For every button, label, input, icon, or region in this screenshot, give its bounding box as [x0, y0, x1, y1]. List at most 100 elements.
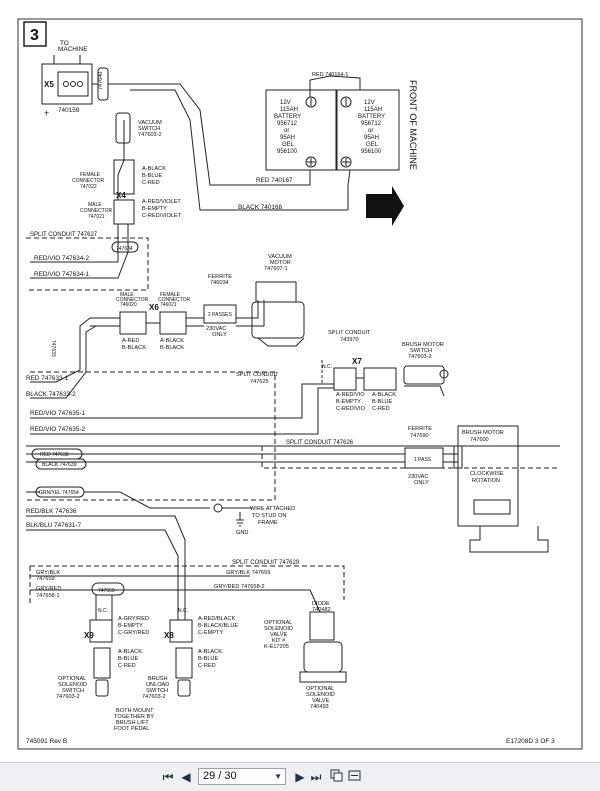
- bms-l0: BRUSH MOTOR: [402, 342, 444, 348]
- sheet-number-box: [23, 21, 47, 47]
- wa-l1: TO STUD ON: [252, 513, 286, 519]
- label-747633-2: BLACK 747633-2: [26, 391, 76, 398]
- next-page-button[interactable]: ▶: [295, 770, 305, 784]
- label-red-740167: RED 740167: [256, 177, 293, 184]
- label-747634: 747634: [116, 246, 133, 252]
- mc746020-l0: MALE: [120, 292, 134, 298]
- abcx9-b: B-EMPTY: [118, 623, 143, 629]
- abx6f-b: B-BLACK: [160, 345, 184, 351]
- wa-l0: WIRE ATTACHED: [250, 506, 295, 512]
- label-x9: X9: [84, 631, 94, 640]
- cw-l1: ROTATION: [472, 478, 500, 484]
- front-arrow-icon: [366, 186, 404, 226]
- mc746020-l2: 746020: [120, 302, 137, 308]
- conduit-747660: [91, 582, 125, 596]
- label-gryblk-top: GRY/BLK 747659: [226, 570, 270, 576]
- ovk-l0: OPTIONAL: [264, 620, 292, 626]
- label-x6: X6: [149, 303, 159, 312]
- gryred1-l1: 747658-1: [36, 593, 60, 599]
- vacuum-motor: [251, 301, 305, 339]
- fit-page-icon[interactable]: [330, 769, 343, 782]
- abcx8-a: A-RED/BLACK: [198, 616, 236, 622]
- label-black-747639: BLACK 747639: [42, 462, 77, 468]
- abcx7r-c: C-RED: [372, 406, 390, 412]
- mconn-l0: MALE: [88, 202, 102, 208]
- abcx8l-b: B-BLUE: [198, 656, 218, 662]
- bms-l2: 747603-2: [408, 354, 432, 360]
- b2-line0: 12V: [364, 100, 375, 106]
- fer1-l1: 746034: [210, 280, 229, 286]
- abc-top-c: C-RED: [142, 180, 160, 186]
- b2-line1: 115AH: [364, 107, 382, 113]
- label-2-passes: 2 PASSES: [208, 312, 232, 318]
- ferrite-746034: [203, 304, 237, 324]
- abc-x4-c: C-RED/VIOLET: [142, 213, 182, 219]
- ovk-l3: KIT #: [272, 638, 286, 644]
- label-black-740168: BLACK 740168: [238, 204, 283, 211]
- abcx8-b: B-BLACK/BLUE: [198, 623, 238, 629]
- pdf-viewer-toolbar: ⏮ ◀ 29 / 30 ▼ ▶ ⏭: [0, 762, 600, 791]
- abcx7l-a: A-RED/VIO: [336, 392, 365, 398]
- vm-l1: MOTOR: [270, 260, 291, 266]
- label-740159: 740159: [58, 107, 80, 114]
- x6-female-connector: [159, 311, 187, 335]
- label-x8: X8: [164, 631, 174, 640]
- label-747660: 747660: [98, 588, 115, 594]
- sheet-number: 3: [30, 27, 39, 44]
- cw-l0: CLOCKWISE: [470, 471, 504, 477]
- label-747633: 747633: [50, 340, 56, 357]
- abx6f-a: A-BLACK: [160, 338, 184, 344]
- abcx7l-c: C-RED/VIO: [336, 406, 366, 412]
- x7-connector-left: [333, 367, 357, 391]
- mc746020-l1: CONNECTOR: [116, 297, 149, 303]
- split747625-l0: SPLIT CONDUIT: [236, 372, 279, 378]
- split743970-l0: SPLIT CONDUIT: [328, 330, 371, 336]
- b2-line5: 95AH: [364, 135, 379, 141]
- abc-top-a: A-BLACK: [142, 166, 166, 172]
- abc-top-b: B-BLUE: [142, 173, 162, 179]
- fer2-l0: FERRITE: [408, 426, 432, 432]
- abx6m-b: B-BLACK: [122, 345, 146, 351]
- bm-l0: BRUSH MOTOR: [462, 430, 504, 436]
- label-red-740164: RED 740164-1: [312, 72, 348, 78]
- oss-l3: 747603-2: [56, 694, 80, 700]
- previous-page-button[interactable]: ◀: [181, 770, 191, 784]
- label-to: TO: [60, 40, 69, 47]
- gryblk-l0: GRY/BLK: [36, 570, 60, 576]
- fconn-l0: FEMALE: [80, 172, 101, 178]
- bm2-l0: BOTH MOUNT: [116, 708, 154, 714]
- label-747634-1: RED/VIO 747634-1: [34, 271, 90, 278]
- fit-width-icon[interactable]: [348, 769, 361, 782]
- front-of-machine-label: FRONT OF MACHINE: [408, 80, 418, 170]
- vacuum-motor-top: [255, 281, 297, 303]
- vac230-l0: 230VAC: [206, 326, 226, 332]
- battery-1: [265, 89, 337, 171]
- diode-l1: 740482: [312, 607, 331, 613]
- vac-switch-l0: VACUUM: [138, 120, 162, 126]
- doc-number: 745091 Rev B: [26, 738, 67, 745]
- abcx9l-b: B-BLUE: [118, 656, 138, 662]
- abc-x4-a: A-RED/VIOLET: [142, 199, 181, 205]
- bu-l2: SWITCH: [146, 688, 168, 694]
- x8-connector: [169, 619, 193, 643]
- brush-motor: [457, 425, 519, 527]
- abcx7r-a: A-BLACK: [372, 392, 396, 398]
- b1-line5: 95AH: [280, 135, 295, 141]
- last-page-button[interactable]: ⏭: [310, 770, 322, 784]
- ovk-l1: SOLENOID: [264, 626, 293, 632]
- label-x7: X7: [352, 357, 362, 366]
- label-x4: X4: [116, 191, 126, 200]
- bu-l1: UNLOAD: [146, 682, 169, 688]
- label-gnd: GND: [236, 530, 248, 536]
- split747625-l1: 747625: [250, 379, 269, 385]
- osv-l3: 740493: [310, 704, 329, 710]
- osv-l1: SOLENOID: [306, 692, 335, 698]
- label-machine: MACHINE: [58, 46, 87, 53]
- first-page-button[interactable]: ⏮: [162, 770, 174, 784]
- vac-switch-l1: SWITCH: [138, 126, 160, 132]
- abcx9l-a: A-BLACK: [118, 649, 142, 655]
- x8-switch: [175, 647, 193, 679]
- page-number-select[interactable]: 29 / 30 ▼: [198, 768, 286, 785]
- b1-line0: 12V: [280, 100, 291, 106]
- label-split-747627: SPLIT CONDUIT 747627: [30, 232, 98, 238]
